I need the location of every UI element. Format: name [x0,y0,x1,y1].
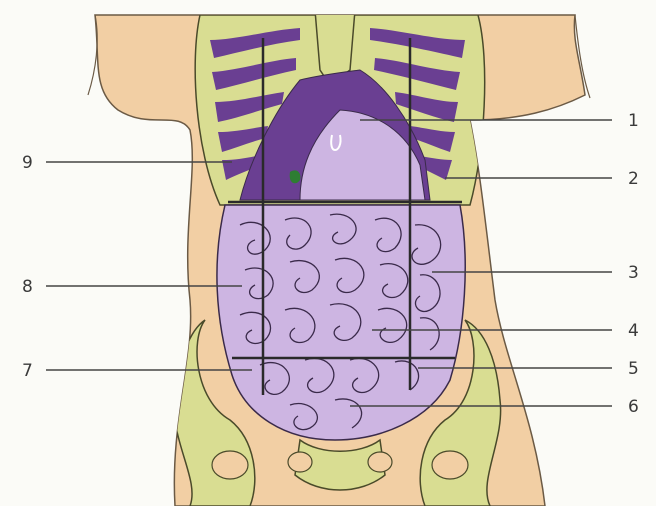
label-1: 1 [628,111,639,131]
label-4: 4 [628,321,639,341]
label-6: 6 [628,397,639,417]
label-3: 3 [628,263,639,283]
label-2: 2 [628,169,639,189]
gallbladder [290,170,301,183]
intestines [217,205,465,440]
label-9: 9 [22,153,33,173]
label-8: 8 [22,277,33,297]
label-7: 7 [22,361,33,381]
label-5: 5 [628,359,639,379]
